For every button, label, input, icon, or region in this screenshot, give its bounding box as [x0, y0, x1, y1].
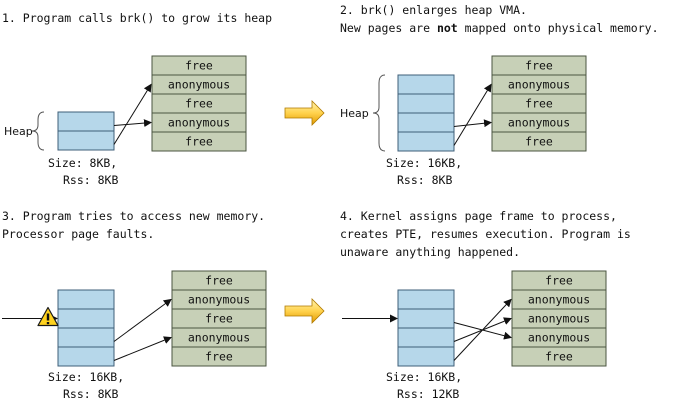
- page-frame-label: free: [545, 350, 573, 364]
- transition-arrow-top: [284, 100, 325, 126]
- caption-text: Processor page faults.: [2, 227, 154, 241]
- panel-1: 1. Program calls brk() to grow its heap f…: [2, 11, 272, 187]
- heap-vma: [57, 111, 115, 151]
- mapping-arrow: [453, 298, 512, 361]
- caption-text: creates PTE, resumes execution. Program …: [340, 227, 631, 241]
- page-frame-free: [491, 131, 587, 152]
- heap-page: [57, 327, 115, 348]
- physical-memory: free anonymous free anonymous free: [491, 55, 587, 152]
- mapping-arrow: [113, 119, 152, 128]
- heap-brace: [372, 74, 386, 152]
- caption-text: New pages are: [340, 21, 437, 35]
- caption-text: unaware anything happened.: [340, 245, 520, 259]
- panel-1-caption-line-1: 1. Program calls brk() to grow its heap: [2, 11, 272, 25]
- heap-brace: [31, 111, 45, 151]
- panel-4-caption-line-3: unaware anything happened.: [340, 245, 520, 259]
- caption-text: not: [437, 21, 458, 35]
- page-frame-label: anonymous: [528, 331, 590, 345]
- heap-vma: [57, 289, 115, 367]
- panel-4-caption-line-1: 4. Kernel assigns page frame to process,: [340, 209, 617, 223]
- heap-page: [57, 289, 115, 310]
- heap-page: [397, 74, 455, 95]
- rss-text: Rss: 8KB: [397, 173, 452, 187]
- page-frame-label: anonymous: [188, 293, 250, 307]
- page-frame-label: anonymous: [508, 78, 570, 92]
- heap-page: [57, 130, 115, 151]
- warning-icon: [37, 306, 59, 327]
- heap-page: [57, 111, 115, 132]
- page-frame-free: [511, 346, 607, 367]
- heap-page: [397, 93, 455, 114]
- page-frame-label: free: [205, 350, 233, 364]
- caption-text: 4. Kernel assigns page frame to process,: [340, 209, 617, 223]
- physical-memory: free anonymous anonymous anonymous free: [511, 270, 607, 367]
- page-frame-label: free: [205, 274, 233, 288]
- size-text: Size: 16KB,: [386, 370, 462, 384]
- heap-page: [397, 327, 455, 348]
- page-frame-label: anonymous: [528, 293, 590, 307]
- panel-2-caption-line-1: 2. brk() enlarges heap VMA.: [340, 3, 527, 17]
- mapping-arrow: [113, 298, 172, 342]
- page-frame-label: free: [525, 135, 553, 149]
- mapping-arrow: [113, 336, 172, 361]
- heap-page: [57, 346, 115, 367]
- heap-page: [57, 308, 115, 329]
- size-text: Size: 16KB,: [386, 156, 462, 170]
- caption-text: 3. Program tries to access new memory.: [2, 209, 265, 223]
- page-frame-label: anonymous: [188, 331, 250, 345]
- mapping-arrow: [453, 83, 492, 146]
- heap-page: [397, 289, 455, 310]
- page-frame-label: free: [545, 274, 573, 288]
- page-frame-label: free: [525, 59, 553, 73]
- caption-text: mapped onto physical memory.: [458, 21, 659, 35]
- heap-page: [397, 308, 455, 329]
- mapping-arrow: [113, 83, 152, 145]
- page-frame-label: free: [205, 312, 233, 326]
- page-frame-free: [171, 346, 267, 367]
- heap-vma: [397, 74, 455, 152]
- caption-text: 1. Program calls brk() to grow its heap: [2, 11, 272, 25]
- panel-2: 2. brk() enlarges heap VMA. New pages are…: [340, 3, 659, 187]
- page-frame-label: free: [185, 135, 213, 149]
- page-frame-free: [151, 131, 247, 152]
- caption-text: 2. brk() enlarges heap VMA.: [340, 3, 527, 17]
- page-frame-label: free: [525, 97, 553, 111]
- physical-memory: free anonymous free anonymous free: [171, 270, 267, 367]
- panel-4-caption-line-2: creates PTE, resumes execution. Program …: [340, 227, 631, 241]
- physical-memory: free anonymous free anonymous free: [151, 55, 247, 152]
- page-frame-label: anonymous: [508, 116, 570, 130]
- panel-3-caption-line-2: Processor page faults.: [2, 227, 154, 241]
- heap-label: Heap: [340, 107, 369, 120]
- rss-text: Rss: 8KB: [63, 387, 118, 401]
- rss-text: Rss: 8KB: [63, 173, 118, 187]
- page-frame-label: anonymous: [168, 78, 230, 92]
- page-frame-label: free: [185, 59, 213, 73]
- heap-vma: [397, 289, 455, 367]
- size-text: Size: 8KB,: [48, 156, 117, 170]
- panel-2-caption-line-2: New pages are not mapped onto physical m…: [340, 21, 659, 35]
- rss-text: Rss: 12KB: [397, 387, 459, 401]
- size-text: Size: 16KB,: [48, 370, 124, 384]
- heap-page: [397, 112, 455, 133]
- heap-page: [397, 131, 455, 152]
- panel-4: 4. Kernel assigns page frame to process,…: [340, 209, 631, 401]
- mapping-arrow: [453, 119, 492, 128]
- page-frame-label: anonymous: [168, 116, 230, 130]
- transition-arrow-bottom: [284, 298, 325, 324]
- heap-page: [397, 346, 455, 367]
- page-frame-label: free: [185, 97, 213, 111]
- panel-3-caption-line-1: 3. Program tries to access new memory.: [2, 209, 265, 223]
- heap-label: Heap: [4, 125, 33, 138]
- panel-3: 3. Program tries to access new memory. Pr…: [2, 209, 267, 401]
- page-frame-label: anonymous: [528, 312, 590, 326]
